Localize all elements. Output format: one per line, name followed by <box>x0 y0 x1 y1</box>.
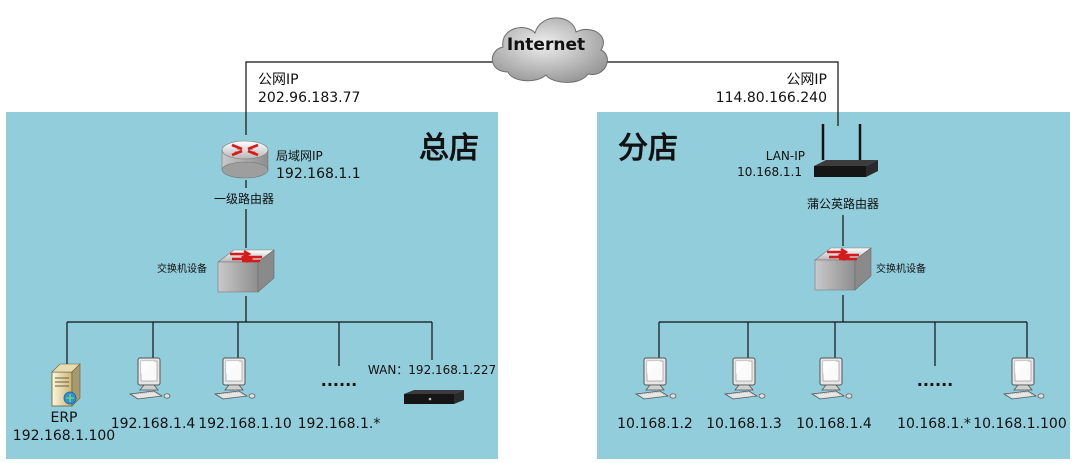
hq-host-label: 192.168.1.4 <box>111 416 196 432</box>
wan-label: WAN：192.168.1.227 <box>368 363 496 377</box>
hq-router-icon <box>220 139 270 180</box>
branch-router-ip-label: LAN-IP <box>766 149 805 163</box>
branch-public-ip-label: 公网IP <box>786 72 827 88</box>
branch-host-label: 10.168.1.2 <box>617 416 693 432</box>
branch-public-ip: 114.80.166.240 <box>716 90 827 106</box>
hq-switch-name: 交换机设备 <box>157 262 207 275</box>
hq-switch-icon <box>216 248 276 294</box>
erp-ip: 192.168.1.100 <box>13 428 115 444</box>
branch-switch-icon <box>813 246 873 292</box>
hq-dots: ...... <box>321 371 357 390</box>
branch-host-label: 10.168.1.4 <box>796 416 872 432</box>
branch-host-label: 10.168.1.* <box>897 416 971 432</box>
branch-host-label: 10.168.1.3 <box>706 416 782 432</box>
hq-links <box>66 180 433 366</box>
hq-title: 总店 <box>419 131 479 166</box>
erp-name: ERP <box>50 410 77 426</box>
branch-host-label: 10.168.1.100 <box>973 416 1067 432</box>
branch-title: 分店 <box>618 131 678 166</box>
wan-device-icon <box>404 390 464 404</box>
internet-links <box>245 61 839 135</box>
hq-public-ip-label: 公网IP <box>258 72 299 88</box>
hq-host-label: 192.168.1.10 <box>198 416 292 432</box>
hq-router-ip: 192.168.1.1 <box>276 166 361 182</box>
branch-links <box>658 215 1028 366</box>
branch-dots: ...... <box>917 371 953 390</box>
branch-router-name: 蒲公英路由器 <box>807 196 879 211</box>
hq-router-ip-label: 局域网IP <box>276 149 323 163</box>
hq-router-name: 一级路由器 <box>214 191 274 206</box>
internet-label: Internet <box>507 35 585 55</box>
branch-router-icon <box>814 124 878 177</box>
branch-router-ip: 10.168.1.1 <box>737 165 802 179</box>
branch-switch-name: 交换机设备 <box>876 262 926 275</box>
hq-public-ip: 202.96.183.77 <box>258 90 360 106</box>
hq-host-label: 192.168.1.* <box>298 416 381 432</box>
erp-server-icon <box>51 363 81 407</box>
internet-cloud-icon <box>491 17 608 83</box>
